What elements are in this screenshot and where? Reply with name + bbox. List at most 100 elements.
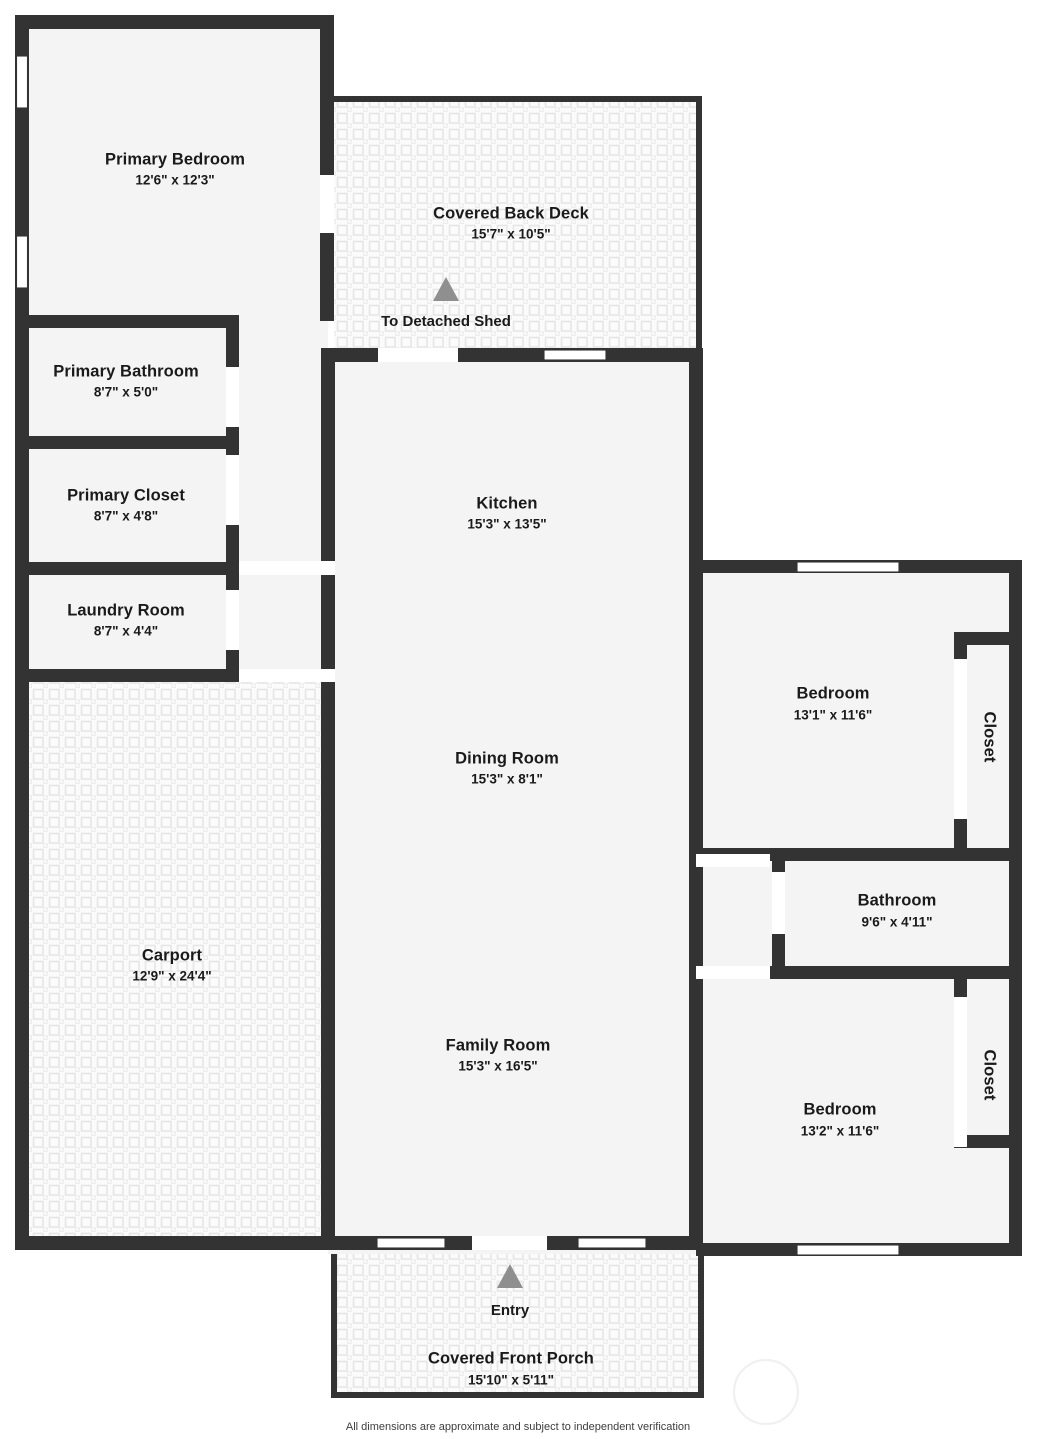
disclaimer-text: All dimensions are approximate and subje… (346, 1421, 690, 1433)
laundry-room-dimensions: 8'7" x 4'4" (94, 624, 158, 639)
wall-right-wing-right-lower (1009, 966, 1022, 1256)
window-primary-bedroom-upper (15, 55, 29, 109)
kitchen-dining-family-floor (328, 354, 696, 1254)
wall-main-right-mid (689, 566, 703, 862)
interior-floors (21, 21, 1016, 1254)
bedroom-south-dimensions: 13'2" x 11'6" (801, 1124, 880, 1139)
primary-bedroom-floor (21, 21, 328, 321)
wall-closet-bottom (21, 562, 239, 575)
wall-porch-bottom (331, 1392, 704, 1398)
bathroom-name: Bathroom (858, 891, 937, 909)
opening-front-entry-door (472, 1236, 547, 1250)
window-family-room-left (376, 1237, 446, 1249)
bathroom-floor (696, 854, 1016, 972)
entry-label: Entry (491, 1302, 530, 1319)
primary-bathroom-floor (21, 321, 232, 442)
wall-deck-top (334, 96, 702, 102)
wall-porch-left (331, 1254, 337, 1398)
opening-primary-bathroom-door (226, 367, 239, 427)
dining-room-dimensions: 15'3" x 8'1" (471, 772, 543, 787)
primary-closet-dimensions: 8'7" x 4'8" (94, 509, 158, 524)
opening-closet-south-door (954, 997, 967, 1147)
opening-closet-north-door (954, 659, 967, 819)
opening-bathroom-door (772, 872, 785, 934)
kitchen-name: Kitchen (476, 494, 537, 512)
bedroom-south-name: Bedroom (803, 1100, 876, 1118)
opening-north-bedroom-door (696, 854, 770, 867)
bathroom-dimensions: 9'6" x 4'11" (861, 915, 932, 930)
wall-main-left (321, 348, 335, 1250)
openings (226, 175, 967, 1250)
to-detached-shed-arrow-icon (433, 277, 459, 301)
covered-back-deck-dimensions: 15'7" x 10'5" (471, 227, 550, 242)
marker-labels: To Detached Shed Entry (381, 313, 530, 1319)
room-label-covered-back-deck: Covered Back Deck 15'7" x 10'5" (433, 204, 590, 242)
primary-bedroom-name: Primary Bedroom (105, 150, 245, 168)
wall-porch-right (698, 1254, 704, 1398)
primary-closet-name: Primary Closet (67, 486, 185, 504)
wall-main-right-lower (689, 854, 703, 1250)
primary-closet-floor (21, 442, 232, 568)
wall-carport-bottom (15, 1236, 335, 1250)
bedroom-north-dimensions: 13'1" x 11'6" (794, 708, 873, 723)
kitchen-dimensions: 15'3" x 13'5" (467, 517, 546, 532)
family-room-dimensions: 15'3" x 16'5" (458, 1059, 537, 1074)
wall-primary-bedroom-right (320, 15, 334, 321)
window-bedroom-north (796, 561, 900, 573)
opening-south-bedroom-door (696, 966, 770, 979)
primary-bathroom-dimensions: 8'7" x 5'0" (94, 385, 158, 400)
covered-front-porch-name: Covered Front Porch (428, 1349, 594, 1367)
opening-laundry-door (226, 590, 239, 650)
wall-right-wing-right-upper (1009, 560, 1022, 860)
wall-bathroom-bottom (21, 436, 239, 449)
room-label-bathroom: Bathroom 9'6" x 4'11" (858, 891, 937, 929)
wall-closet-south-bottom (954, 1135, 1022, 1148)
wall-carport-left (15, 676, 29, 1250)
wall-primary-bedroom-top (15, 15, 334, 29)
wall-deck-right (696, 96, 702, 354)
closet-north-label: Closet (981, 711, 999, 762)
closet-south-label: Closet (981, 1049, 999, 1100)
opening-deck-to-kitchen-door (378, 348, 458, 362)
direction-markers (433, 277, 523, 1288)
covered-back-deck-floor (334, 96, 696, 354)
room-label-dining-room: Dining Room 15'3" x 8'1" (455, 749, 559, 786)
entry-arrow-icon (497, 1264, 523, 1288)
room-label-carport: Carport 12'9" x 24'4" (132, 946, 211, 983)
windows (15, 55, 900, 1256)
room-labels: Primary Bedroom 12'6" x 12'3" Covered Ba… (53, 150, 936, 1387)
laundry-room-floor (21, 568, 232, 676)
room-label-primary-bathroom: Primary Bathroom 8'7" x 5'0" (53, 362, 199, 400)
wall-left-exterior-lower (15, 321, 29, 684)
laundry-room-name: Laundry Room (67, 601, 185, 619)
tiled-surfaces (21, 96, 704, 1398)
to-detached-shed-label: To Detached Shed (381, 313, 511, 330)
bedroom-north-name: Bedroom (796, 684, 869, 702)
covered-back-deck-name: Covered Back Deck (433, 204, 590, 222)
wall-bathroom-top (21, 315, 239, 328)
room-label-bedroom-south: Bedroom 13'2" x 11'6" (801, 1100, 880, 1138)
room-label-primary-closet: Primary Closet 8'7" x 4'8" (67, 486, 185, 523)
wall-bathroom-right (1009, 848, 1022, 973)
opening-hall-to-kitchen (239, 561, 335, 575)
room-label-primary-bedroom: Primary Bedroom 12'6" x 12'3" (105, 150, 245, 187)
window-family-room-right (577, 1237, 647, 1249)
closet-labels: Closet Closet (981, 711, 999, 1100)
family-room-name: Family Room (446, 1036, 551, 1054)
hall-floor (232, 321, 328, 676)
covered-front-porch-dimensions: 15'10" x 5'11" (468, 1373, 554, 1388)
carport-dimensions: 12'9" x 24'4" (132, 969, 211, 984)
carport-name: Carport (142, 946, 203, 964)
carport-floor (21, 676, 328, 1244)
wall-main-right-upper (689, 348, 703, 572)
dining-room-name: Dining Room (455, 749, 559, 767)
watermark-ring (732, 1358, 800, 1426)
window-kitchen-rear (543, 349, 607, 361)
opening-primary-closet-door (226, 455, 239, 525)
room-label-laundry-room: Laundry Room 8'7" x 4'4" (67, 601, 185, 638)
primary-bathroom-name: Primary Bathroom (53, 362, 199, 380)
wall-laundry-bottom (21, 669, 239, 682)
opening-primary-bedroom-door (320, 175, 334, 233)
